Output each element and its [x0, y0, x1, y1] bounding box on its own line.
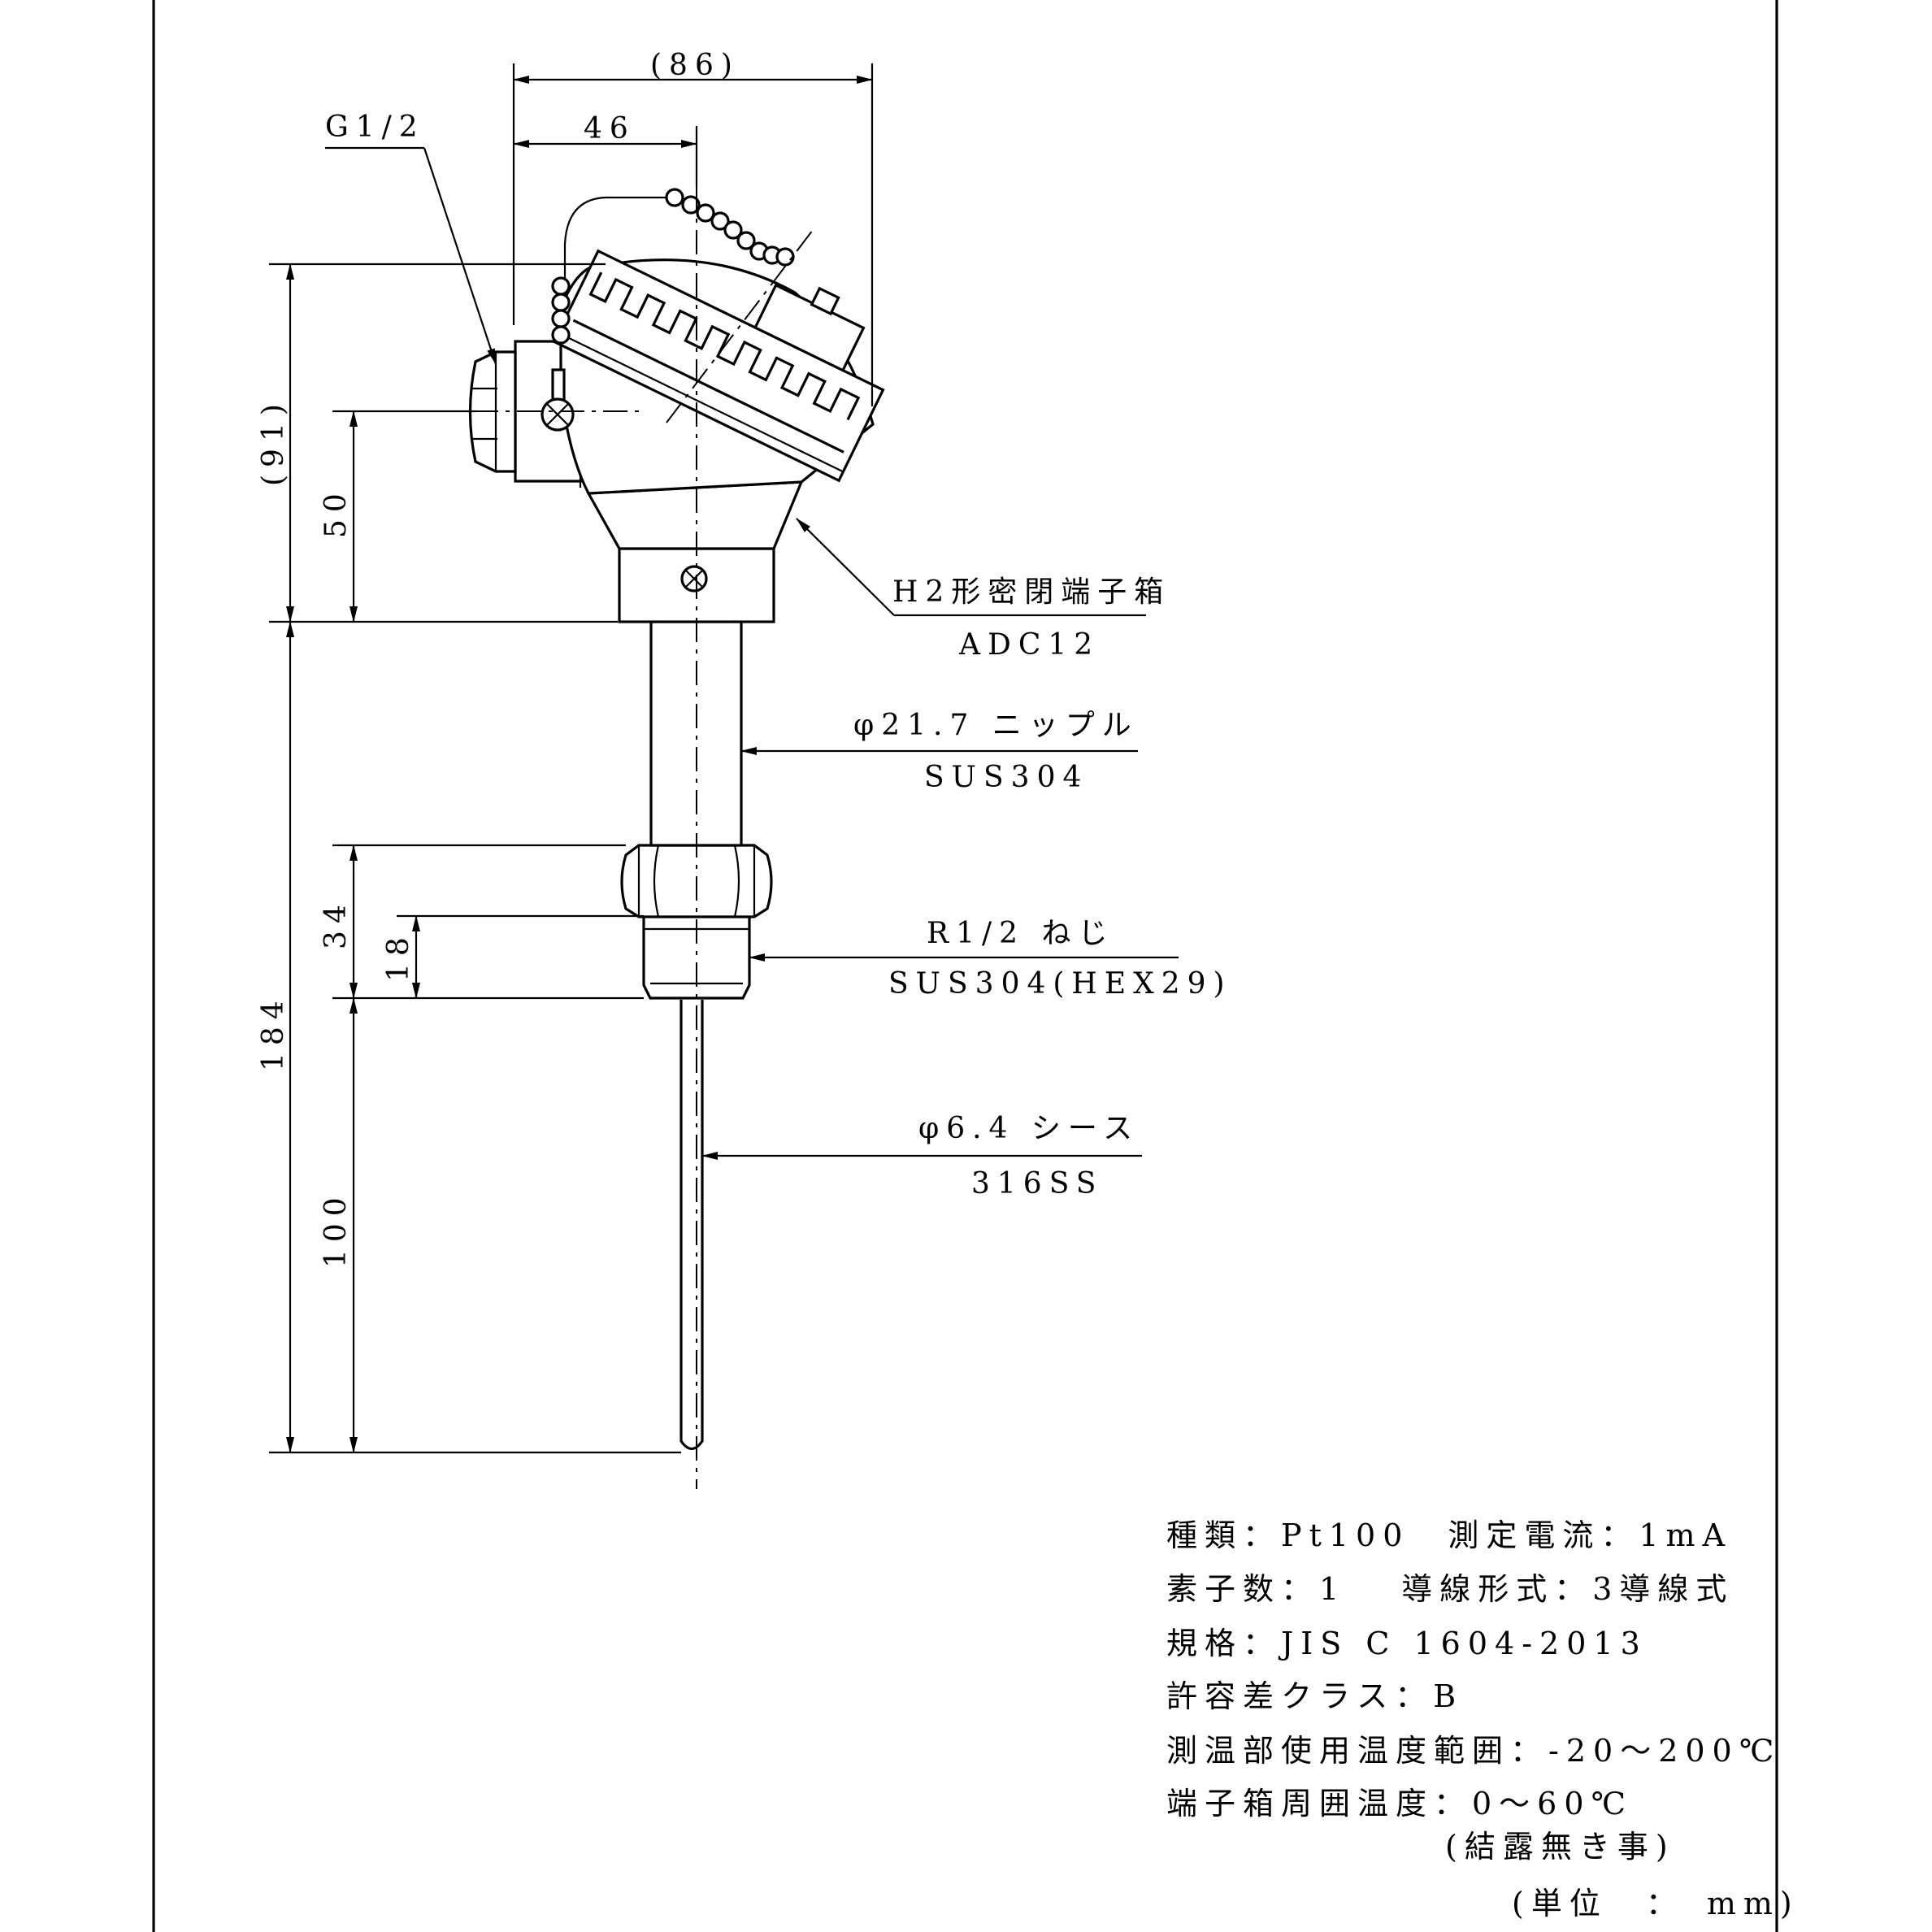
dim-total-length: 184 — [257, 993, 290, 1071]
callouts: H2形密閉端子箱 ADC12 φ21.7 ニップル SUS304 R1/2 ねじ… — [701, 518, 1232, 1200]
callout-nipple-material: SUS304 — [924, 761, 1088, 794]
thermometer-part — [468, 188, 885, 1451]
spec-line-standard: 規格：JIS C 1604-2013 — [1166, 1626, 1648, 1661]
dim-insertion-length: 100 — [319, 1190, 353, 1268]
drawing-frame — [152, 0, 1778, 1932]
spec-line-elements: 素子数：1 導線形式：3導線式 — [1166, 1571, 1734, 1607]
dimensions: (86) 46 G1/2 (91) 50 184 34 18 100 — [257, 49, 874, 1454]
callout-nipple: φ21.7 ニップル — [853, 709, 1139, 742]
callout-thread: R1/2 ねじ — [927, 917, 1115, 950]
spec-line-type: 種類：Pt100 測定電流：1mA — [1166, 1517, 1732, 1553]
spec-line-tolerance: 許容差クラス：B — [1166, 1678, 1463, 1714]
callout-sheath: φ6.4 シース — [918, 1112, 1140, 1145]
dim-overall-width: (86) — [650, 49, 740, 82]
callout-terminal-box-material: ADC12 — [958, 628, 1100, 662]
spec-line-sensor-temp: 測温部使用温度範囲：-20～200℃ — [1166, 1733, 1781, 1769]
dim-thread-length: 18 — [382, 930, 415, 982]
sheath — [679, 1000, 704, 1451]
spec-notes: 種類：Pt100 測定電流：1mA 素子数：1 導線形式：3導線式 規格：JIS… — [1166, 1517, 1800, 1921]
callout-thread-material: SUS304(HEX29) — [888, 967, 1232, 1001]
dim-hex-length: 34 — [319, 897, 353, 949]
lid-chain — [551, 188, 795, 345]
dim-head-height: (91) — [257, 397, 290, 486]
spec-line-condensation: (結露無き事) — [1445, 1829, 1675, 1865]
spec-line-box-temp: 端子箱周囲温度：0～60℃ — [1166, 1786, 1633, 1821]
units-note: (単位 ： mm) — [1512, 1886, 1800, 1921]
dim-head-offset: 46 — [584, 112, 636, 145]
gland-screw — [541, 368, 575, 432]
callout-terminal-box: H2形密閉端子箱 — [892, 575, 1170, 609]
callout-sheath-material: 316SS — [971, 1167, 1103, 1200]
dim-gland-thread: G1/2 — [325, 111, 425, 144]
dim-head-center-height: 50 — [319, 486, 353, 538]
